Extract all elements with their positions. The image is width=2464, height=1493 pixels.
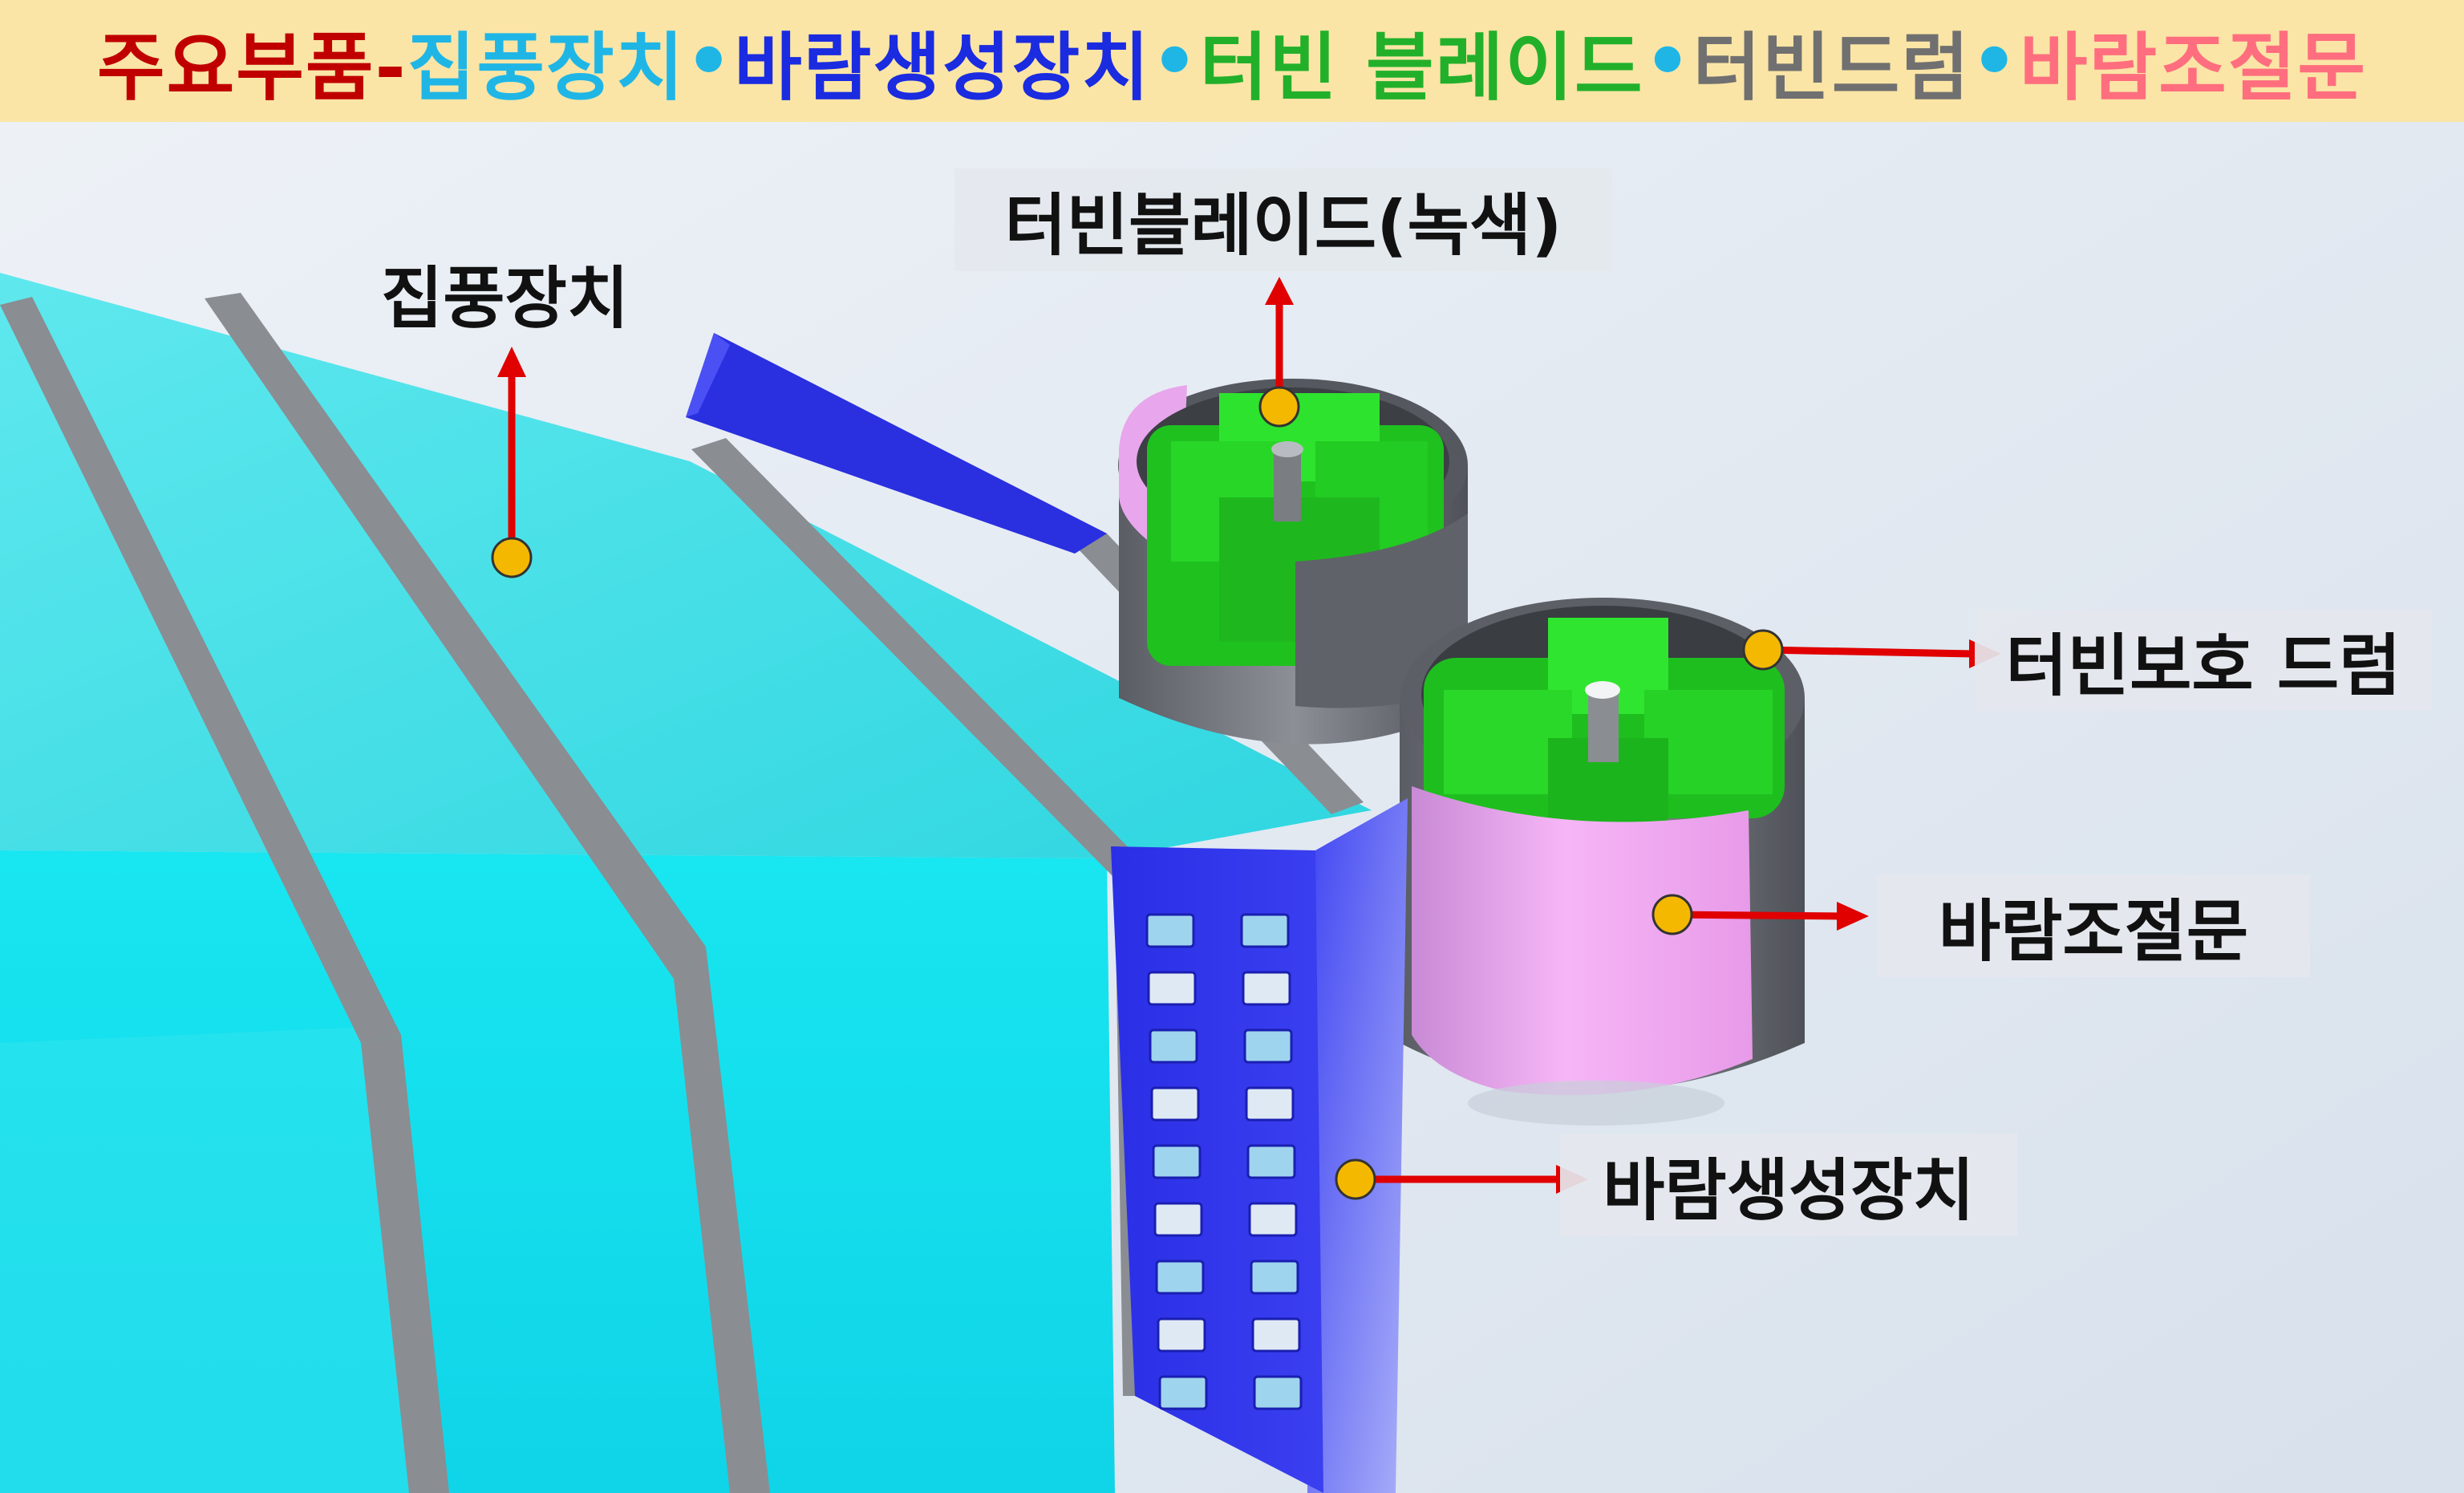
wind-door-dot <box>1651 894 1693 935</box>
vent-window <box>1147 971 1197 1006</box>
title-part-blade: 터빈 블레이드 <box>1199 24 1644 111</box>
vent-window <box>1145 913 1195 948</box>
title-part-generator: 바람생성장치 <box>734 24 1151 111</box>
generator-vents <box>1145 913 1303 1410</box>
vent-window <box>1253 1375 1303 1410</box>
turbine-drum-front <box>1400 598 1805 1126</box>
vent-window <box>1251 1317 1301 1353</box>
title-part-door: 바람조절문 <box>2019 24 2368 111</box>
vent-window <box>1245 1086 1295 1122</box>
vent-window <box>1246 1144 1296 1179</box>
turbine-blade-label: 터빈블레이드(녹색) <box>954 168 1612 271</box>
collector-label: 집풍장치 <box>381 259 630 338</box>
vent-window <box>1243 1028 1293 1064</box>
vent-window <box>1157 1317 1206 1353</box>
collector-top <box>0 273 1372 858</box>
title-separator: • <box>685 18 735 104</box>
vent-window <box>1153 1202 1203 1237</box>
wind-generator <box>1111 798 1408 1493</box>
turbine-drum-dot <box>1742 629 1784 671</box>
vent-window <box>1150 1086 1200 1122</box>
generator-upper-fin <box>686 333 1107 554</box>
wind-door-label: 바람조절문 <box>1877 874 2310 977</box>
title-separator: • <box>1643 18 1693 104</box>
title-band: 주요부품- 집풍장치 • 바람생성장치 • 터빈 블레이드 • 터빈드럼 • 바… <box>0 0 2464 122</box>
vent-window <box>1158 1375 1208 1410</box>
vent-window <box>1155 1260 1205 1295</box>
callouts <box>491 277 2001 1200</box>
vent-window <box>1250 1260 1299 1295</box>
collector-dot <box>491 537 533 578</box>
wind-control-door <box>1412 786 1753 1095</box>
title-part-main: 주요부품- <box>96 24 407 111</box>
vent-window <box>1240 913 1290 948</box>
title-separator: • <box>1971 18 2020 104</box>
title-part-drum: 터빈드럼 <box>1692 24 1971 111</box>
vent-window <box>1149 1028 1198 1064</box>
wind-generator-dot <box>1335 1158 1376 1200</box>
turbine-blade-dot <box>1258 386 1300 428</box>
vent-window <box>1248 1202 1298 1237</box>
title-separator: • <box>1150 18 1200 104</box>
turbine-drum-label: 터빈보호 드럼 <box>1975 610 2432 711</box>
vent-window <box>1242 971 1291 1006</box>
wind-generator-label: 바람생성장치 <box>1560 1134 2017 1236</box>
turbine-drum-rear <box>1118 379 1468 744</box>
vent-window <box>1152 1144 1202 1179</box>
title-part-collector: 집풍장치 <box>407 24 686 111</box>
